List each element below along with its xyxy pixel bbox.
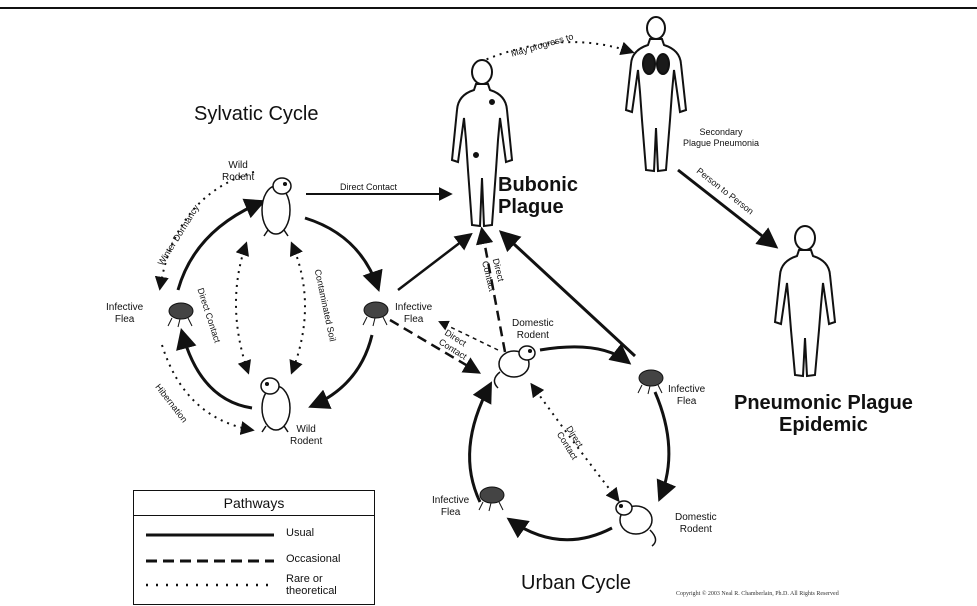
contaminated-soil-path: [292, 244, 305, 372]
wild-rodent-top-icon: [262, 178, 291, 236]
legend-item-occasional: Occasional: [144, 553, 369, 575]
flea-center-icon: [363, 302, 388, 326]
human-figure-secondary-pneumonia: [626, 17, 686, 171]
arrow-flea-bottom-to-domestic-rodent: [470, 385, 490, 502]
dotted-left-inner: [236, 244, 248, 372]
copyright-notice: Copyright © 2003 Neal R. Chamberlain, Ph…: [676, 591, 839, 597]
sylvatic-cycle-title: Sylvatic Cycle: [194, 103, 318, 126]
arrow-flea-to-domestic-rodent: [655, 392, 669, 498]
legend-label-usual: Usual: [286, 527, 314, 539]
domestic-rodent-bottom-label: Domestic Rodent: [675, 512, 717, 536]
infective-flea-bottom-label: Infective Flea: [432, 495, 469, 519]
legend-dashed-line: [144, 553, 279, 565]
arrow-person-to-person: [678, 170, 775, 246]
arrow-wild-rodent-bottom-to-flea: [182, 332, 252, 408]
legend-title: Pathways: [134, 491, 374, 516]
legend-solid-line: [144, 527, 279, 539]
urban-cycle-title: Urban Cycle: [521, 572, 631, 595]
domestic-rodent-center-label: Domestic Rodent: [512, 318, 554, 342]
arrow-domestic-rodent-to-flea-bottom: [510, 520, 612, 540]
human-figure-pneumonic-epidemic: [775, 226, 835, 376]
flea-right-icon: [638, 370, 663, 394]
flea-bottom-icon: [479, 487, 504, 511]
arrow-flea-to-wild-rodent-bottom: [312, 335, 372, 406]
wild-rodent-bottom-label: Wild Rodent: [290, 424, 322, 448]
infective-flea-right-label: Infective Flea: [668, 384, 705, 408]
wild-rodent-bottom-icon: [261, 378, 290, 432]
legend-item-usual: Usual: [144, 527, 369, 549]
flea-left-icon: [168, 303, 193, 327]
legend-item-rare: Rare or theoretical: [144, 575, 369, 597]
legend-label-rare: Rare or theoretical: [286, 573, 337, 597]
pneumonic-plague-epidemic-title: Pneumonic Plague Epidemic: [734, 392, 913, 436]
legend-label-occasional: Occasional: [286, 553, 340, 565]
domestic-rodent-bottom-icon: [616, 501, 656, 546]
arrow-domestic-rodent-to-flea: [540, 347, 628, 362]
wild-rodent-top-label: Wild Rodent: [222, 160, 254, 184]
infective-flea-center-label: Infective Flea: [395, 302, 432, 326]
direct-contact-top-label: Direct Contact: [340, 182, 397, 193]
infective-flea-left-label: Infective Flea: [106, 302, 143, 326]
bubonic-plague-title: Bubonic Plague: [498, 174, 578, 218]
pathways-legend: Pathways Usual Occasional Rare or theore…: [133, 490, 375, 605]
secondary-plague-pneumonia-label: Secondary Plague Pneumonia: [683, 127, 759, 149]
legend-dotted-line: [144, 575, 279, 589]
domestic-rodent-center-icon: [494, 346, 535, 388]
arrow-flea-to-human: [398, 235, 470, 290]
